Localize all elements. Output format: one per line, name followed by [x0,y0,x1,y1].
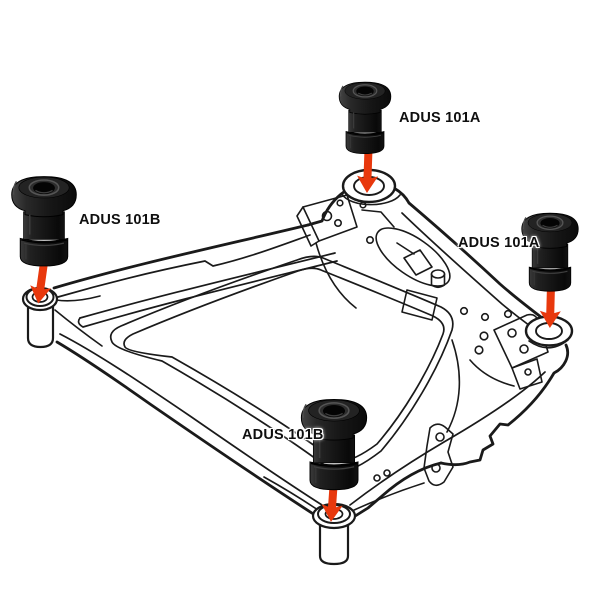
red-down-arrow-icon-top [357,148,379,193]
callout-label-bottom: ADUS 101B [242,427,324,443]
mount-left [21,286,59,349]
red-down-arrow-icon-bottom [321,485,343,522]
red-down-arrow-icon-right [539,284,561,328]
callout-label-right: ADUS 101A [458,235,540,251]
subframe-details [54,194,549,512]
subframe-outline [52,181,570,520]
bushing-bottom [300,398,368,491]
pointer-arrows [30,148,561,522]
callout-label-top: ADUS 101A [399,110,481,126]
callout-label-left: ADUS 101B [79,212,161,228]
mount-right [524,315,574,349]
bushing-top [338,81,392,155]
bushing-right [521,212,579,292]
red-down-arrow-icon-left [30,258,52,304]
bushing-left [10,175,78,267]
